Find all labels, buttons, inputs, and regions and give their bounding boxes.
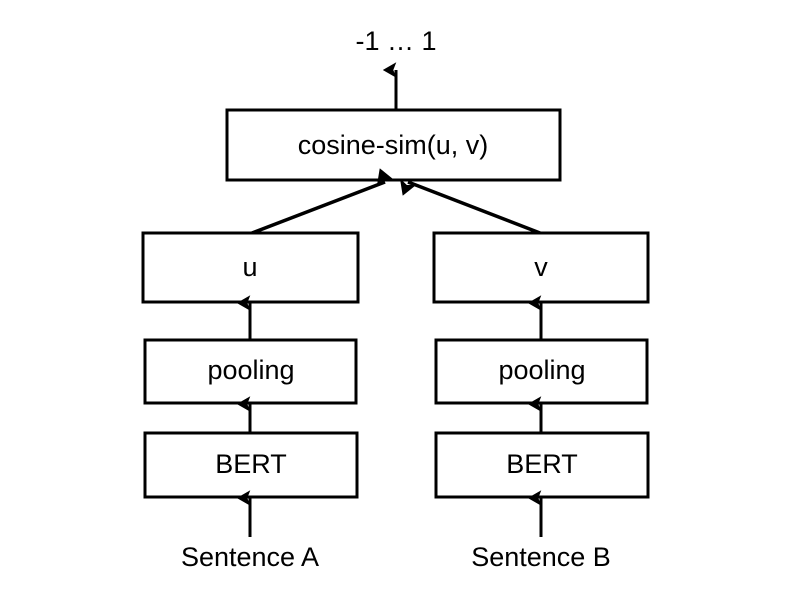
cosine-sim-box[interactable]	[225, 108, 562, 182]
pooling-box-left[interactable]	[143, 338, 358, 405]
output-range-label: -1 … 1	[355, 26, 436, 56]
encoder-box-left[interactable]	[143, 431, 359, 499]
embedding-box-u[interactable]	[141, 231, 360, 304]
arrow-v-to-cosine-sim	[399, 178, 541, 235]
arrow-u-to-cosine-sim	[251, 168, 394, 235]
encoder-label-left: BERT	[215, 449, 287, 479]
cosine-sim-label: cosine-sim(u, v)	[298, 130, 489, 160]
embedding-label-v: v	[534, 252, 548, 282]
encoder-label-right: BERT	[506, 449, 578, 479]
pooling-box-right[interactable]	[434, 338, 649, 405]
input-label-sentence-b: Sentence B	[471, 542, 611, 572]
embedding-label-u: u	[242, 252, 257, 282]
input-label-sentence-a: Sentence A	[181, 542, 319, 572]
encoder-box-right[interactable]	[434, 431, 650, 499]
pooling-label-right: pooling	[498, 355, 585, 385]
pooling-label-left: pooling	[207, 355, 294, 385]
